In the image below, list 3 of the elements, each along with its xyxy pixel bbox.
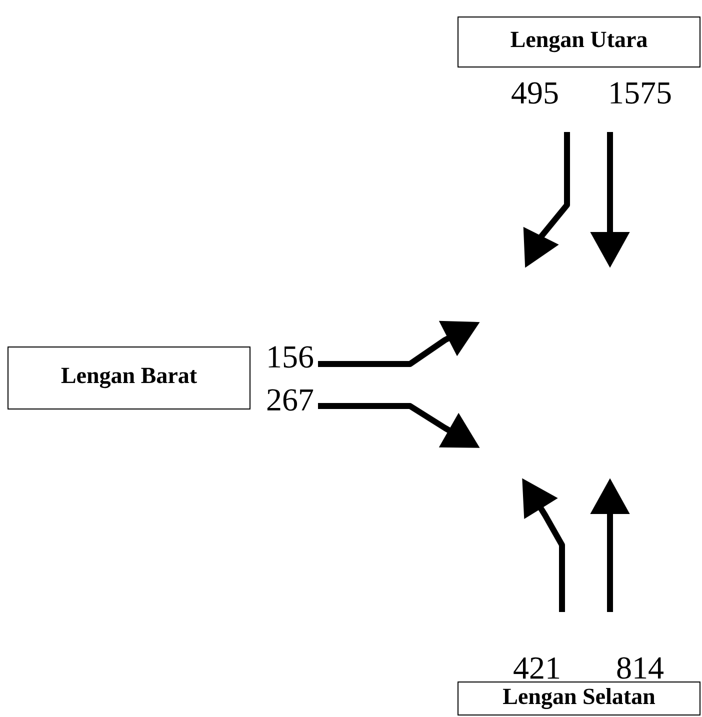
arm-label-box: Lengan Selatan xyxy=(458,682,700,716)
arm-label-box: Lengan Barat xyxy=(8,346,250,410)
arm-label-box: Lengan Utara xyxy=(458,16,700,68)
